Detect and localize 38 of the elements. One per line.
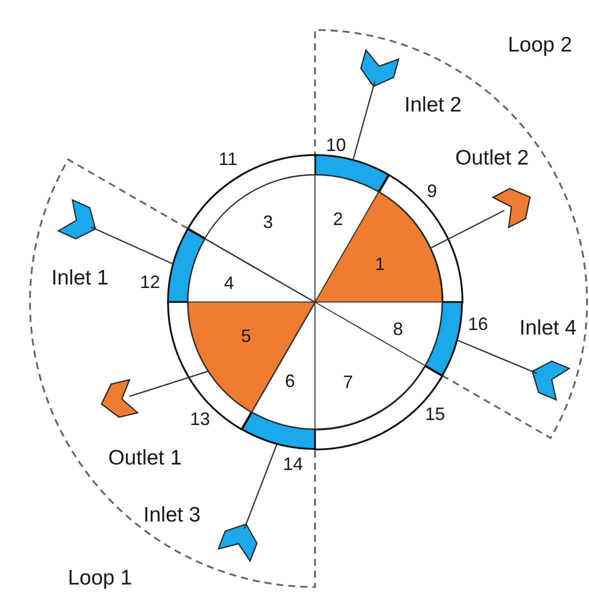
sector: [315, 302, 425, 429]
leader-line: [129, 370, 209, 397]
port-number: 15: [424, 405, 446, 425]
port-number: 16: [468, 315, 488, 335]
port-number: 14: [282, 455, 304, 475]
port-label: Inlet 2: [404, 93, 462, 117]
sector-number: 6: [285, 372, 295, 392]
leader-line: [352, 81, 376, 160]
leader-line: [90, 226, 174, 265]
leader-line: [244, 444, 278, 530]
sector-number: 1: [375, 255, 385, 275]
loop-label: Loop 1: [68, 566, 132, 590]
sector-number: 8: [393, 320, 403, 340]
leader-line: [456, 339, 538, 374]
ring-segment: [168, 302, 252, 430]
port-number: 11: [218, 150, 238, 170]
port-label: Outlet 1: [108, 446, 182, 470]
sector-number: 3: [262, 213, 273, 233]
port-number: 9: [427, 182, 437, 202]
sector: [315, 302, 442, 366]
port-label: Inlet 3: [143, 503, 201, 527]
port-label: Inlet 4: [519, 316, 577, 340]
sector: [252, 302, 315, 429]
sector: [188, 238, 315, 302]
sector-number: 7: [343, 373, 353, 393]
port-label: Outlet 2: [455, 146, 529, 170]
port-number: 12: [140, 273, 160, 293]
sector-number: 4: [224, 274, 234, 294]
sector-number: 5: [241, 327, 251, 347]
sector: [205, 175, 315, 302]
sector-number: 2: [333, 210, 343, 230]
leader-line: [430, 210, 505, 249]
port-number: 10: [326, 136, 346, 156]
loop-label: Loop 2: [508, 33, 572, 57]
ring-segment: [315, 366, 442, 449]
port-number: 13: [190, 410, 210, 430]
port-label: Inlet 1: [51, 266, 109, 290]
sector: [188, 302, 315, 412]
